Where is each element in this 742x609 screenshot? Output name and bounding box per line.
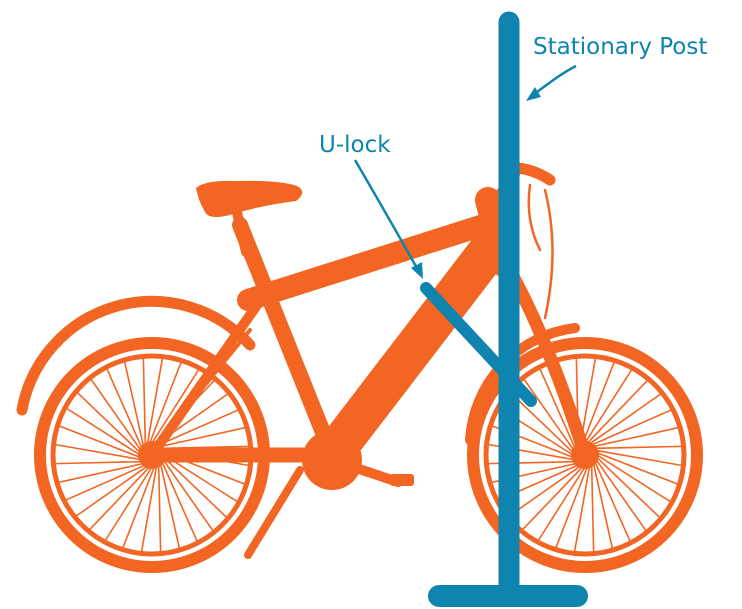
saddle [196,181,302,217]
spoke [593,463,612,548]
post-callout-arrow [526,66,576,101]
spoke [159,465,161,552]
stationary-post-label: Stationary Post [533,36,707,59]
spoke [595,446,682,448]
spoke [55,462,142,464]
spoke [593,428,678,447]
spoke [125,362,144,447]
spoke [59,463,144,482]
bicycle-icon [22,168,697,567]
spoke [592,465,594,552]
u-lock-label: U-lock [319,134,391,157]
spoke [143,358,145,445]
spoke [160,463,179,548]
